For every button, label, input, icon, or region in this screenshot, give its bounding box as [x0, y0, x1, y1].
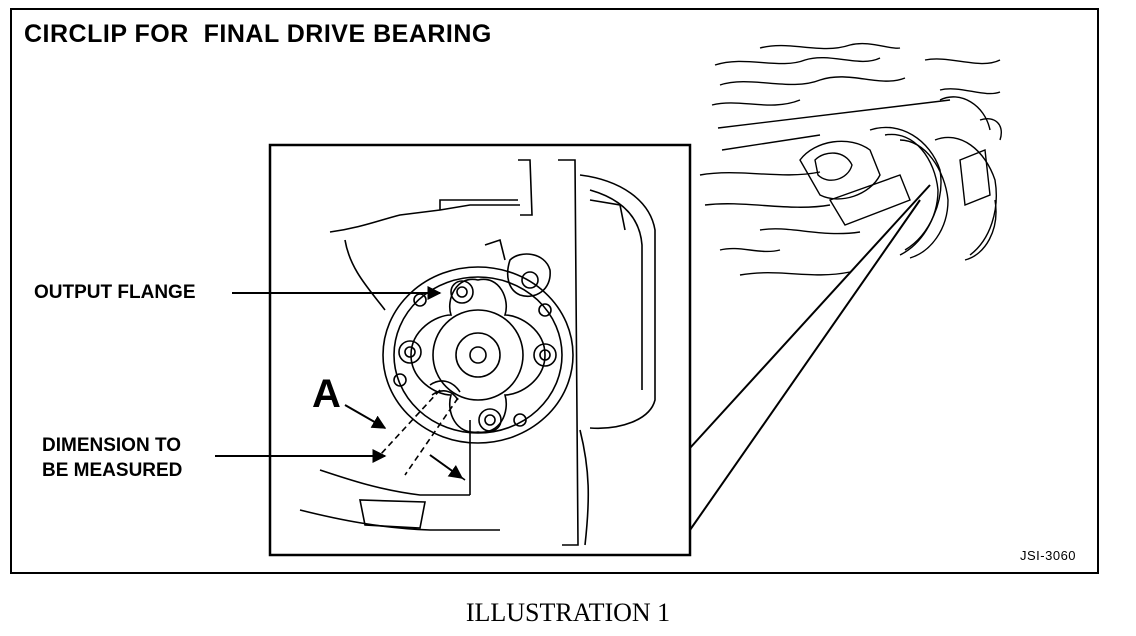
- leader-line-upper: [689, 184, 931, 449]
- arrow-dimension-upper: [429, 454, 464, 479]
- figure-title: CIRCLIP FOR FINAL DRIVE BEARING: [24, 20, 492, 48]
- figure-frame: [10, 8, 1099, 574]
- vehicle-detail-drawing: [699, 42, 1002, 276]
- label-dimension-line1: DIMENSION TO: [42, 435, 181, 456]
- illustration-caption: ILLUSTRATION 1: [465, 598, 671, 627]
- inset-box: [268, 143, 692, 557]
- arrow-a: [344, 404, 387, 429]
- figure-code: JSI-3060: [1020, 548, 1077, 563]
- final-drive-drawing: [299, 159, 656, 546]
- leader-line-lower: [689, 199, 921, 531]
- label-arrows: [215, 286, 464, 479]
- label-output-flange: OUTPUT FLANGE: [34, 282, 196, 303]
- label-letter-a: A: [312, 372, 341, 416]
- label-dimension-line2: BE MEASURED: [42, 460, 183, 481]
